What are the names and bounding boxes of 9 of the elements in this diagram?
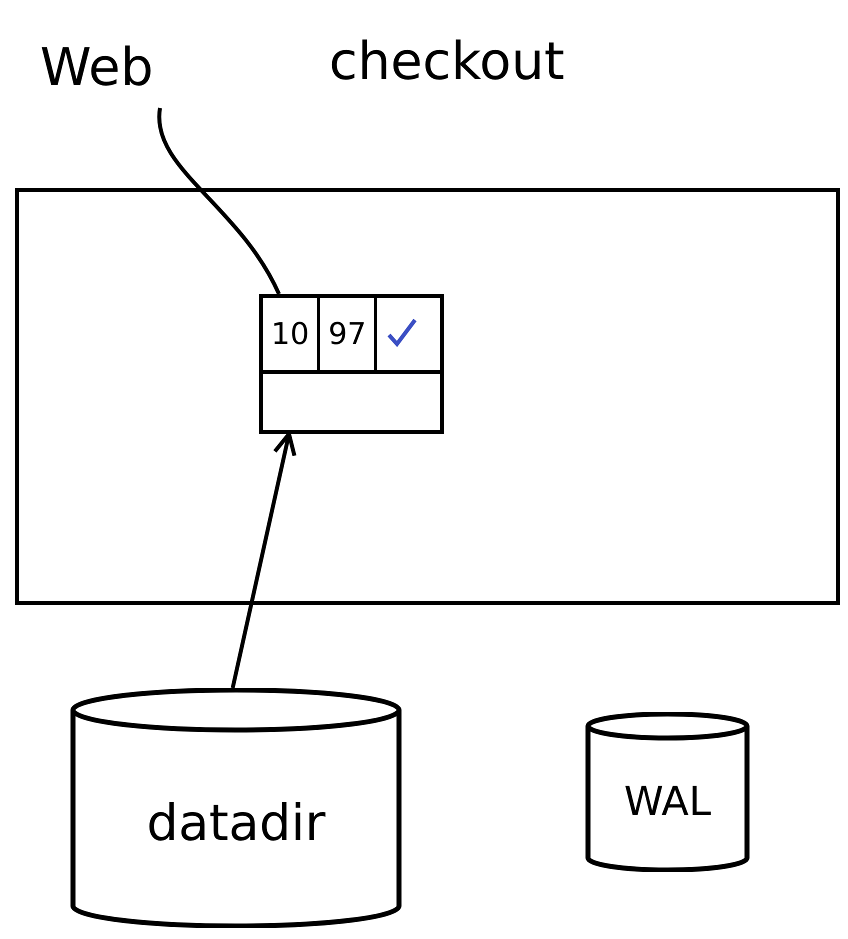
- table-cell: 10: [263, 298, 320, 370]
- frame-heading: checkout: [329, 32, 565, 92]
- cylinder-label: datadir: [146, 794, 326, 852]
- leader-line: [157, 108, 281, 295]
- arrow: [230, 432, 296, 688]
- leader-text: Web: [40, 38, 190, 108]
- table-cell: 97: [320, 298, 378, 370]
- page-box: [259, 294, 444, 434]
- cylinder-label: WAL: [624, 779, 711, 825]
